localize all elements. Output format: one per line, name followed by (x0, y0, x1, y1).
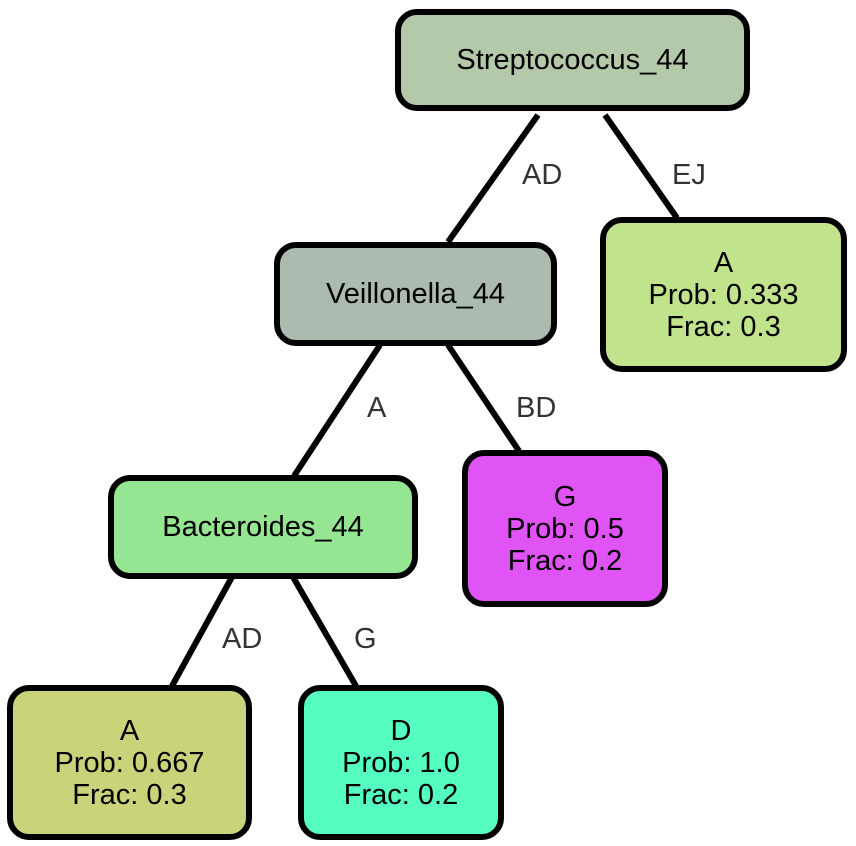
leaf-class-label: A (119, 714, 140, 747)
node-veillonella-label: Veillonella_44 (326, 277, 505, 310)
edge-bacteroides-to-leaf-a-0667 (169, 575, 235, 688)
leaf-prob-label: Prob: 0.333 (648, 278, 799, 311)
edge-label-veillonella-a: A (367, 392, 387, 424)
edge-label-root-ad: AD (522, 159, 563, 191)
leaf-frac-label: Frac: 0.3 (72, 778, 187, 811)
node-streptococcus-label: Streptococcus_44 (456, 43, 689, 76)
leaf-prob-label: Prob: 0.667 (54, 746, 205, 779)
leaf-node-a-0333: A Prob: 0.333 Frac: 0.3 (600, 217, 847, 372)
node-bacteroides-label: Bacteroides_44 (162, 510, 364, 543)
leaf-node-a-0667: A Prob: 0.667 Frac: 0.3 (7, 685, 252, 840)
edge-veillonella-to-leaf-g (445, 343, 522, 453)
edge-root-to-leaf-a-0333 (602, 113, 680, 220)
node-veillonella: Veillonella_44 (274, 242, 557, 346)
leaf-prob-label: Prob: 1.0 (342, 746, 460, 779)
edge-label-bacteroides-g: G (354, 623, 377, 655)
leaf-frac-label: Frac: 0.2 (507, 544, 623, 577)
edge-veillonella-to-bacteroides (291, 343, 383, 478)
edge-bacteroides-to-leaf-d (290, 575, 359, 688)
leaf-frac-label: Frac: 0.3 (666, 310, 781, 343)
node-bacteroides: Bacteroides_44 (108, 475, 418, 579)
edge-label-bacteroides-ad: AD (222, 623, 263, 655)
edge-label-veillonella-bd: BD (516, 392, 557, 424)
leaf-class-label: G (553, 480, 577, 513)
leaf-node-g: G Prob: 0.5 Frac: 0.2 (462, 450, 668, 607)
leaf-class-label: A (713, 246, 734, 279)
edge-root-to-veillonella (445, 113, 541, 244)
leaf-node-d: D Prob: 1.0 Frac: 0.2 (298, 685, 504, 840)
leaf-class-label: D (390, 714, 412, 747)
leaf-frac-label: Frac: 0.2 (343, 778, 459, 811)
leaf-prob-label: Prob: 0.5 (506, 512, 624, 545)
node-streptococcus: Streptococcus_44 (395, 9, 750, 111)
edge-label-root-ej: EJ (672, 159, 706, 191)
